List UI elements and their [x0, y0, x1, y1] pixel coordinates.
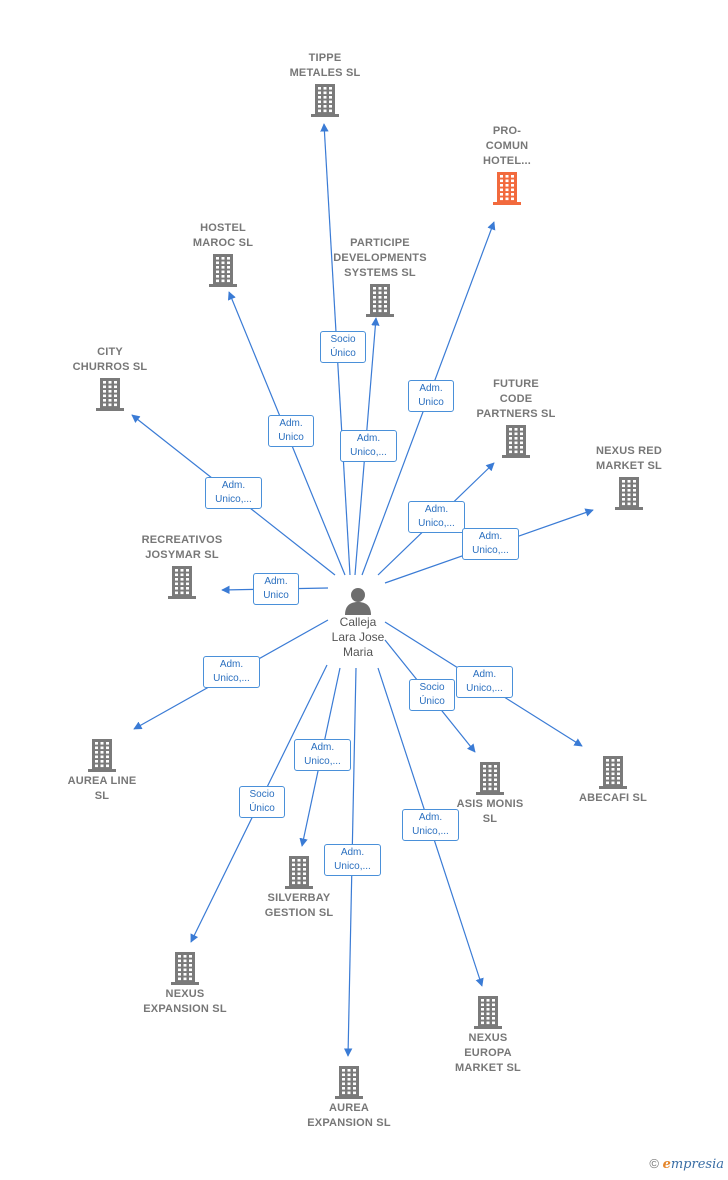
- building-icon: [209, 254, 237, 287]
- company-name: AUREA LINE SL: [67, 775, 137, 802]
- company-nexuseuropa[interactable]: NEXUS EUROPA MARKET SL: [418, 993, 558, 1076]
- company-name: PRO- COMUN HOTEL...: [482, 125, 532, 167]
- company-name: FUTURE CODE PARTNERS SL: [476, 378, 556, 420]
- building-icon: [476, 762, 504, 795]
- center-person-name: Calleja Lara Jose Maria: [331, 615, 385, 659]
- company-hostel[interactable]: HOSTEL MAROC SL: [153, 221, 293, 289]
- company-name: SILVERBAY GESTION SL: [264, 892, 334, 919]
- building-icon: [366, 284, 394, 317]
- company-city[interactable]: CITY CHURROS SL: [40, 345, 180, 413]
- company-name: NEXUS EXPANSION SL: [143, 988, 227, 1015]
- building-icon: [599, 756, 627, 789]
- center-person[interactable]: Calleja Lara Jose Maria: [308, 585, 408, 660]
- company-name: HOSTEL MAROC SL: [192, 222, 254, 249]
- company-silverbay[interactable]: SILVERBAY GESTION SL: [229, 853, 369, 921]
- company-participe[interactable]: PARTICIPE DEVELOPMENTS SYSTEMS SL: [310, 236, 450, 319]
- company-future[interactable]: FUTURE CODE PARTNERS SL: [446, 377, 586, 460]
- company-name: NEXUS RED MARKET SL: [596, 445, 662, 472]
- building-icon: [493, 172, 521, 205]
- company-abecafi[interactable]: ABECAFI SL: [543, 753, 683, 806]
- company-nexusexp[interactable]: NEXUS EXPANSION SL: [115, 949, 255, 1017]
- footer-brand: © empresia: [649, 1156, 724, 1172]
- edge-label-recreativos[interactable]: Adm. Unico: [253, 573, 299, 605]
- company-name: AUREA EXPANSION SL: [307, 1102, 391, 1129]
- building-icon: [168, 566, 196, 599]
- building-icon: [285, 856, 313, 889]
- company-name: ABECAFI SL: [579, 792, 647, 804]
- company-name: RECREATIVOS JOSYMAR SL: [141, 534, 223, 561]
- company-procomun[interactable]: PRO- COMUN HOTEL...: [437, 124, 577, 207]
- edge-label-hostel[interactable]: Adm. Unico: [268, 415, 314, 447]
- company-name: ASIS MONIS SL: [456, 798, 524, 825]
- building-icon: [88, 739, 116, 772]
- edge-label-aureaexp[interactable]: Adm. Unico,...: [324, 844, 381, 876]
- company-tippe[interactable]: TIPPE METALES SL: [255, 51, 395, 119]
- edge-label-participe[interactable]: Adm. Unico,...: [340, 430, 397, 462]
- building-icon: [502, 425, 530, 458]
- edge-label-tippe[interactable]: Socio Único: [320, 331, 366, 363]
- company-name: CITY CHURROS SL: [72, 346, 148, 373]
- company-name: TIPPE METALES SL: [289, 52, 361, 79]
- company-aureaexp[interactable]: AUREA EXPANSION SL: [279, 1063, 419, 1131]
- company-name: PARTICIPE DEVELOPMENTS SYSTEMS SL: [333, 237, 427, 279]
- edge-label-nexusred[interactable]: Adm. Unico,...: [462, 528, 519, 560]
- building-icon: [335, 1066, 363, 1099]
- building-icon: [171, 952, 199, 985]
- edge-label-procomun[interactable]: Adm. Unico: [408, 380, 454, 412]
- company-aurealine[interactable]: AUREA LINE SL: [32, 736, 172, 804]
- company-asis[interactable]: ASIS MONIS SL: [420, 759, 560, 827]
- building-icon: [96, 378, 124, 411]
- edge-label-nexuseuropa[interactable]: Adm. Unico,...: [402, 809, 459, 841]
- company-recreativos[interactable]: RECREATIVOS JOSYMAR SL: [112, 533, 252, 601]
- building-icon: [615, 477, 643, 510]
- edge-label-silverbay[interactable]: Adm. Unico,...: [294, 739, 351, 771]
- copyright-icon: ©: [649, 1156, 659, 1171]
- edge-label-aurealine[interactable]: Adm. Unico,...: [203, 656, 260, 688]
- building-icon: [311, 84, 339, 117]
- empresia-logo: empresia: [662, 1157, 724, 1172]
- company-nexusred[interactable]: NEXUS RED MARKET SL: [559, 444, 699, 512]
- company-name: NEXUS EUROPA MARKET SL: [455, 1032, 521, 1074]
- building-icon: [474, 996, 502, 1029]
- edge-label-asis[interactable]: Socio Único: [409, 679, 455, 711]
- edge-label-city[interactable]: Adm. Unico,...: [205, 477, 262, 509]
- edge-label-nexusexp[interactable]: Socio Único: [239, 786, 285, 818]
- person-icon: [345, 588, 371, 615]
- edge-label-future[interactable]: Adm. Unico,...: [408, 501, 465, 533]
- edge-label-abecafi[interactable]: Adm. Unico,...: [456, 666, 513, 698]
